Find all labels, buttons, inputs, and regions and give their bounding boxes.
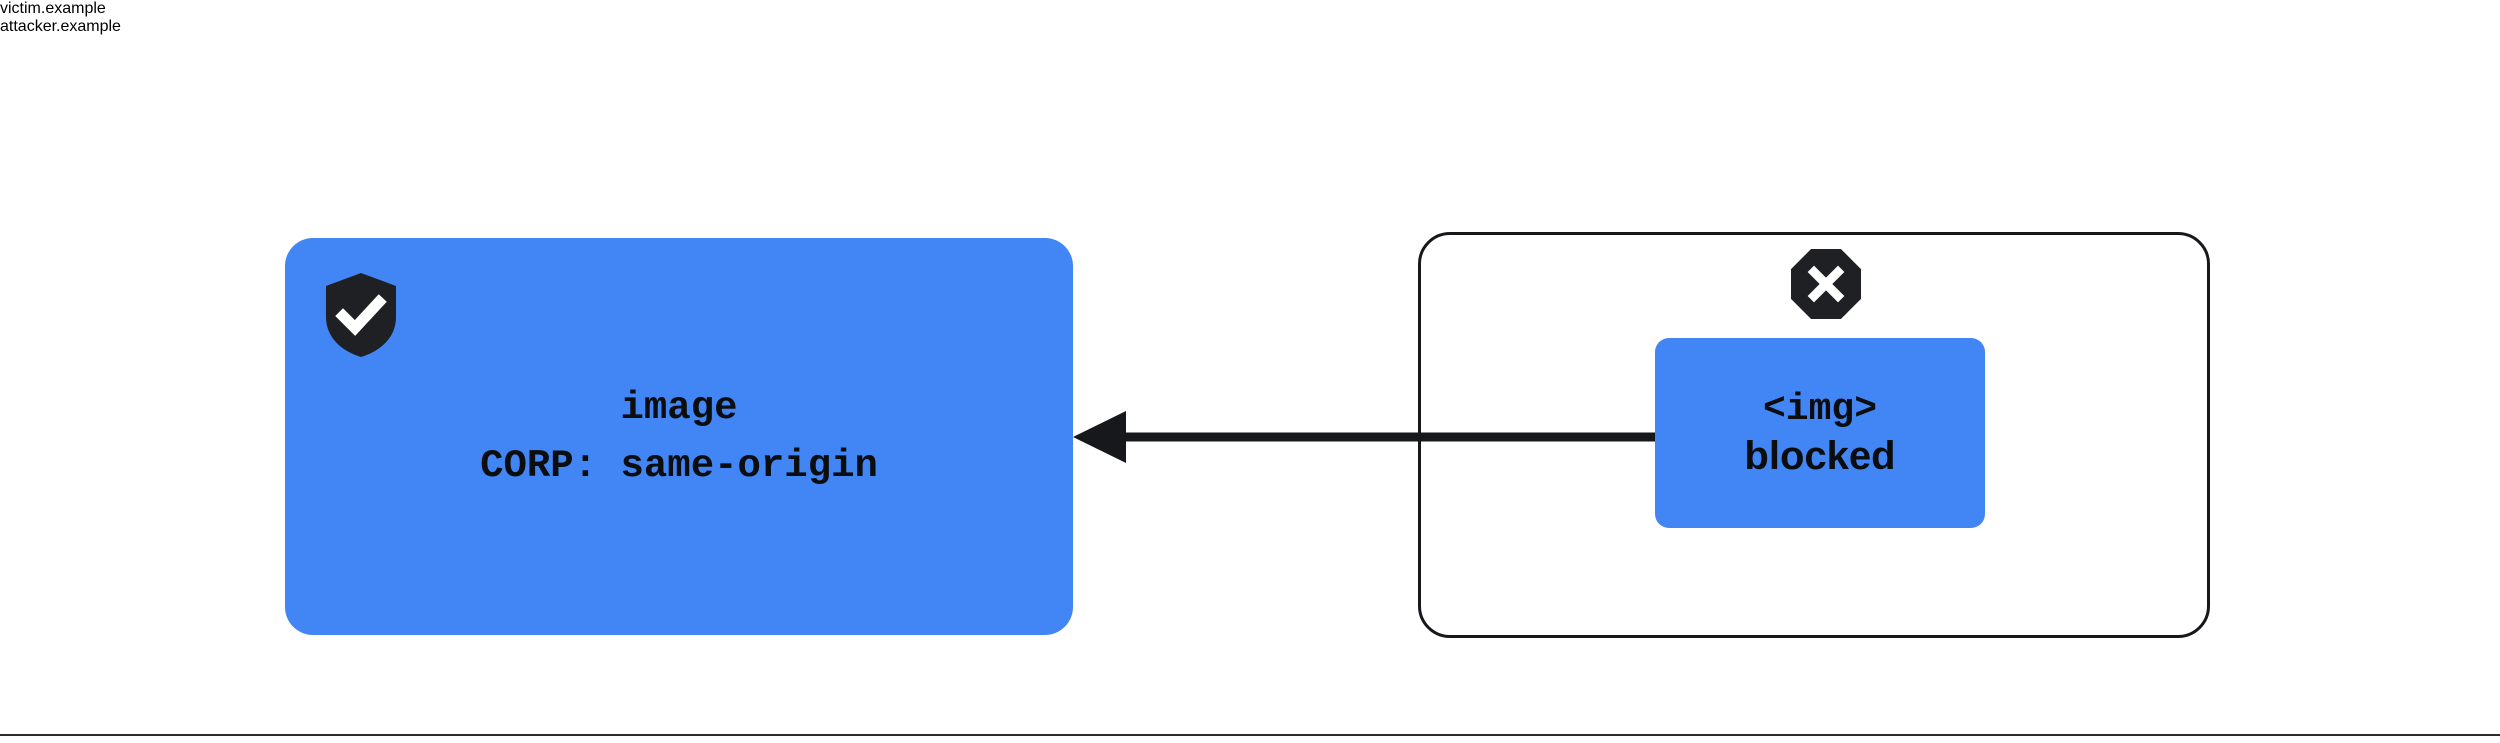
attacker-img-element-box: <img> blocked: [1655, 338, 1985, 528]
shield-check-icon: [323, 271, 399, 359]
victim-corp-header: CORP: same-origin: [480, 443, 878, 488]
victim-origin-label: victim.example: [0, 0, 106, 17]
victim-resource-text: image CORP: same-origin: [285, 238, 1073, 635]
attacker-img-tag: <img>: [1762, 388, 1878, 431]
bottom-divider: [0, 734, 2500, 736]
octagon-x-icon: [1790, 248, 1862, 320]
victim-resource-type: image: [620, 385, 738, 430]
attacker-blocked-status: blocked: [1744, 434, 1896, 478]
blocked-request-arrow: [1060, 405, 1660, 469]
victim-resource-box: image CORP: same-origin: [285, 238, 1073, 635]
attacker-origin-label: attacker.example: [0, 18, 121, 35]
